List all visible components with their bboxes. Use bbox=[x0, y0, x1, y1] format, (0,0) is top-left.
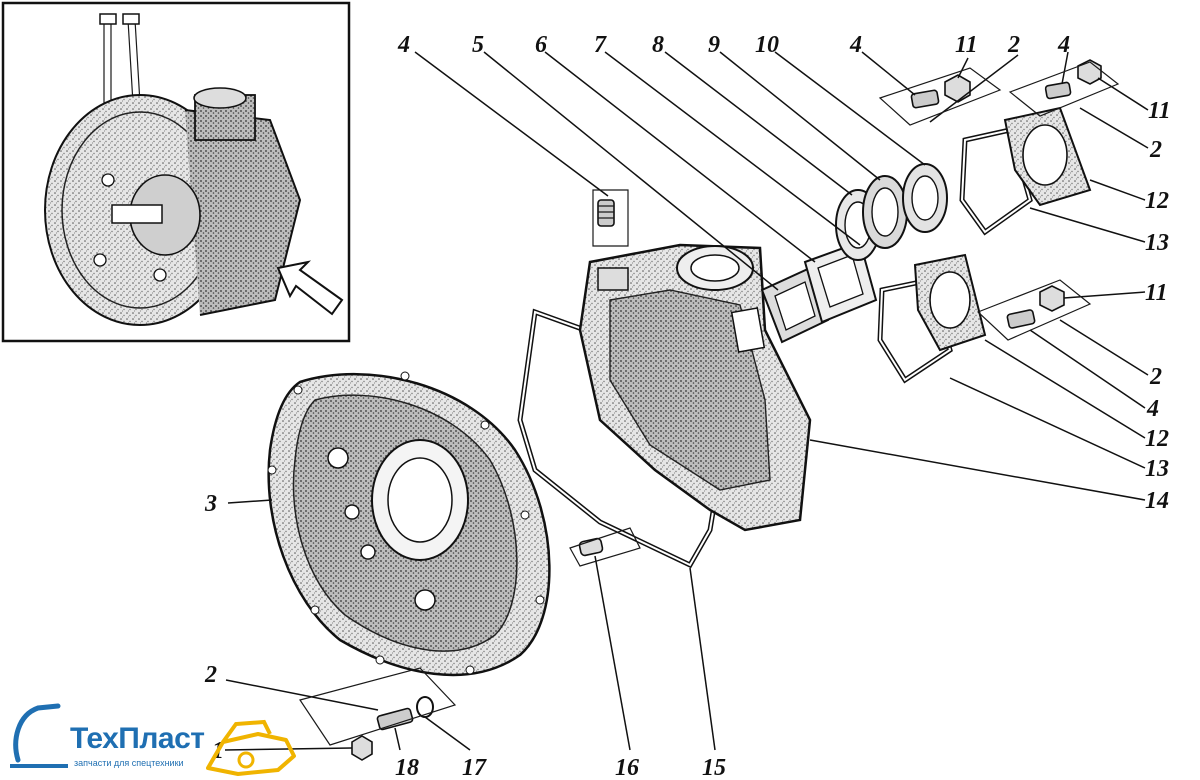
part-11-nut bbox=[1077, 59, 1102, 85]
part-18-stud bbox=[376, 707, 414, 731]
inset-hole bbox=[93, 253, 107, 267]
inset-pipe-cap bbox=[99, 13, 117, 25]
callout-4: 4 bbox=[1146, 396, 1159, 422]
part-4-stud bbox=[910, 89, 940, 109]
callout-4: 4 bbox=[849, 32, 862, 58]
callout-13: 13 bbox=[1145, 456, 1169, 482]
excavator-logo-icon bbox=[10, 703, 296, 776]
callout-13: 13 bbox=[1145, 230, 1169, 256]
callout-5: 5 bbox=[472, 32, 484, 58]
part-12-cover-upper bbox=[1003, 106, 1092, 207]
callout-18: 18 bbox=[395, 755, 419, 780]
part-11-nut bbox=[944, 74, 971, 103]
part-1-nut bbox=[351, 735, 373, 761]
techplast-logo: ТехПласт запчасти для спецтехники bbox=[8, 700, 308, 778]
inset-hole bbox=[101, 173, 115, 187]
callout-10: 10 bbox=[755, 32, 779, 58]
part-14-rear-case bbox=[578, 243, 812, 532]
callout-labels: 4 5 6 7 8 9 10 4 11 2 4 11 2 12 13 11 2 … bbox=[204, 32, 1171, 780]
callout-4: 4 bbox=[1057, 32, 1070, 58]
inset-pipe-cap bbox=[122, 13, 140, 25]
inset-pump-cap bbox=[193, 87, 247, 109]
callout-16: 16 bbox=[615, 755, 639, 780]
callout-2: 2 bbox=[1149, 137, 1162, 163]
part-9-ring bbox=[862, 175, 908, 249]
callout-7: 7 bbox=[594, 32, 607, 58]
inset-pipes bbox=[103, 19, 142, 121]
logo-tagline: запчасти для спецтехники bbox=[74, 758, 184, 768]
part-13-gasket-upper bbox=[959, 127, 1033, 236]
callout-8: 8 bbox=[652, 32, 664, 58]
logo-wordmark: ТехПласт bbox=[70, 722, 205, 755]
callout-11: 11 bbox=[1145, 280, 1168, 306]
part-7-gasket bbox=[803, 240, 878, 324]
part-12-cover-lower bbox=[913, 253, 987, 352]
callout-2: 2 bbox=[204, 662, 217, 688]
part-11-nut bbox=[1039, 285, 1065, 312]
callout-12: 12 bbox=[1145, 188, 1169, 214]
inset-arrow-icon bbox=[276, 260, 344, 316]
inset-view bbox=[1, 1, 351, 343]
leader-lines bbox=[224, 51, 1149, 751]
callout-2: 2 bbox=[1149, 364, 1162, 390]
callout-12: 12 bbox=[1145, 426, 1169, 452]
callout-3: 3 bbox=[204, 491, 217, 517]
part-4-stud bbox=[597, 199, 615, 227]
callout-11: 11 bbox=[955, 32, 978, 58]
callout-14: 14 bbox=[1145, 488, 1169, 514]
callout-15: 15 bbox=[702, 755, 726, 780]
part-3-bell-housing bbox=[267, 371, 551, 677]
callout-11: 11 bbox=[1148, 98, 1171, 124]
callout-2: 2 bbox=[1007, 32, 1020, 58]
part-4-stud bbox=[1006, 309, 1036, 329]
inset-hole bbox=[153, 268, 167, 282]
part-4-stud bbox=[1044, 81, 1072, 100]
callout-9: 9 bbox=[708, 32, 720, 58]
inset-shaft bbox=[111, 204, 163, 224]
callout-4: 4 bbox=[397, 32, 410, 58]
callout-6: 6 bbox=[535, 32, 547, 58]
part-10-ring bbox=[902, 163, 948, 233]
callout-17: 17 bbox=[462, 755, 487, 780]
